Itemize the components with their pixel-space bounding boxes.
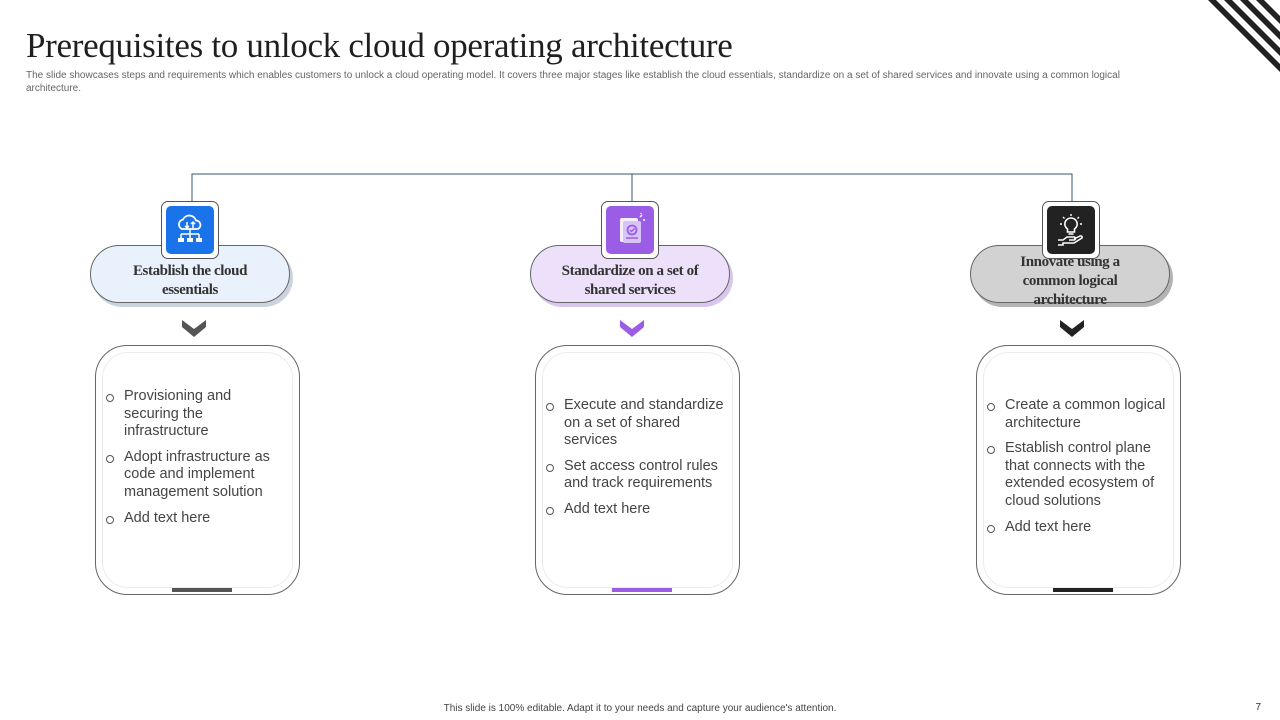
stage-1-card: Provisioning and securing the infrastruc… — [95, 345, 300, 595]
stage-3-icon-box — [1042, 201, 1100, 259]
corner-stripes-decoration — [1208, 0, 1280, 72]
list-item: Add text here — [546, 501, 729, 519]
list-item: Add text here — [987, 519, 1170, 537]
stage-2-title: Standardize on a set of shared services — [561, 263, 699, 298]
bullet-icon — [106, 394, 114, 402]
stage-3-accent-bar — [1053, 588, 1113, 592]
stage-1-title: Establish the cloud essentials — [132, 263, 248, 298]
list-item: Adopt infrastructure as code and impleme… — [106, 449, 289, 502]
stage-1-icon-box — [161, 201, 219, 259]
slide-title: Prerequisites to unlock cloud operating … — [26, 26, 733, 65]
stage-2-icon-box — [601, 201, 659, 259]
bullet-icon — [987, 446, 995, 455]
stage-1-list: Provisioning and securing the infrastruc… — [106, 388, 289, 535]
bullet-icon — [546, 463, 554, 472]
bullet-icon — [106, 454, 114, 463]
page-number: 7 — [1255, 702, 1261, 713]
stage-3-list: Create a common logical architecture Est… — [987, 397, 1170, 544]
bullet-icon — [106, 515, 114, 524]
stage-2-list: Execute and standardize on a set of shar… — [546, 397, 729, 527]
slide-subtitle: The slide showcases steps and requiremen… — [26, 70, 1120, 94]
list-item: Execute and standardize on a set of shar… — [546, 397, 729, 450]
cloud-network-icon — [166, 206, 214, 254]
list-item: Create a common logical architecture — [987, 397, 1170, 432]
stage-2-card: Execute and standardize on a set of shar… — [535, 345, 740, 595]
bullet-icon — [546, 506, 554, 515]
bullet-icon — [987, 524, 995, 533]
stage-3-title: Innovate using a common logical architec… — [1020, 253, 1120, 308]
stage-1-accent-bar — [172, 588, 232, 592]
certificate-icon — [606, 206, 654, 254]
bullet-icon — [987, 403, 995, 411]
list-item: Add text here — [106, 510, 289, 528]
stage-2-accent-bar — [612, 588, 672, 592]
stage-2-title-pill: Standardize on a set of shared services — [530, 245, 730, 303]
stage-1-chevron-icon — [182, 320, 206, 337]
lightbulb-hand-icon — [1047, 206, 1095, 254]
stage-3-chevron-icon — [1060, 320, 1084, 337]
bullet-icon — [546, 403, 554, 411]
stage-3-card: Create a common logical architecture Est… — [976, 345, 1181, 595]
list-item: Provisioning and securing the infrastruc… — [106, 388, 289, 441]
list-item: Set access control rules and track requi… — [546, 458, 729, 493]
stage-2-chevron-icon — [620, 320, 644, 337]
list-item: Establish control plane that connects wi… — [987, 440, 1170, 510]
slide-footer: This slide is 100% editable. Adapt it to… — [443, 703, 837, 714]
